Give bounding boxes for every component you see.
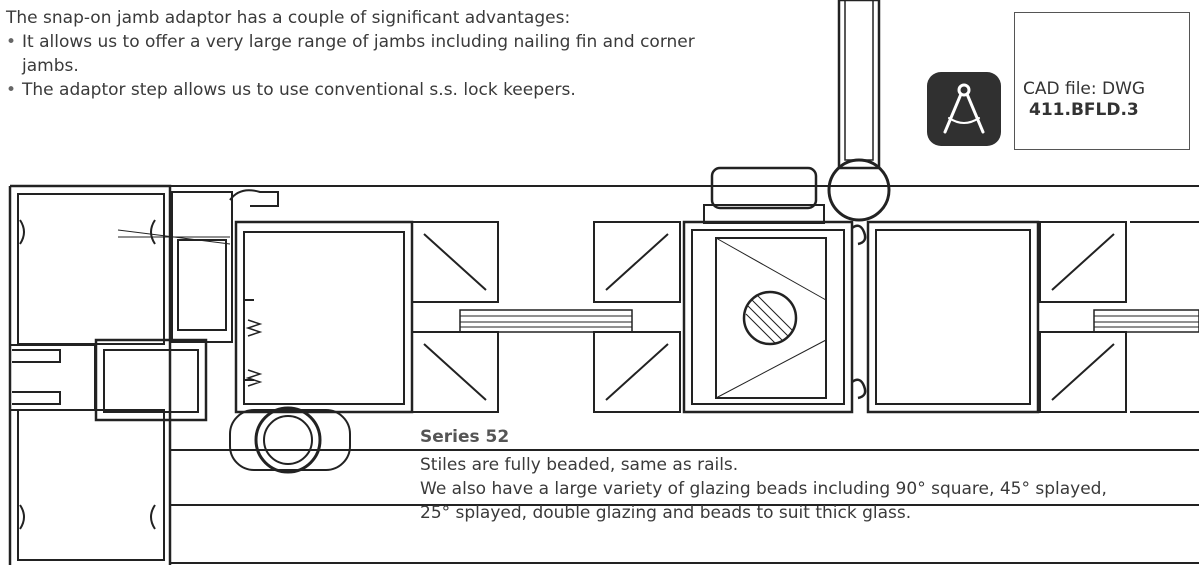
cad-file-box[interactable]: CAD file: DWG 411.BFLD.3 [1014,12,1190,150]
intro-lead: The snap-on jamb adaptor has a couple of… [6,8,571,28]
series-line: Stiles are fully beaded, same as rails. [420,455,739,475]
series-line: 25° splayed, double glazing and beads to… [420,503,912,523]
cad-file-code: 411.BFLD.3 [1029,100,1139,120]
series-title: Series 52 [420,427,510,447]
list-item: The adaptor step allows us to use conven… [6,78,706,102]
drafting-compass-icon-glyph [943,83,985,134]
series-line: We also have a large variety of glazing … [420,479,1107,499]
drafting-compass-icon[interactable] [927,72,1001,146]
list-item: It allows us to offer a very large range… [6,30,706,78]
cad-file-label: CAD file: DWG [1023,79,1146,99]
intro-text: The snap-on jamb adaptor has a couple of… [6,6,706,102]
advantages-list: It allows us to offer a very large range… [6,30,706,102]
series-description: Series 52 Stiles are fully beaded, same … [420,425,1195,525]
